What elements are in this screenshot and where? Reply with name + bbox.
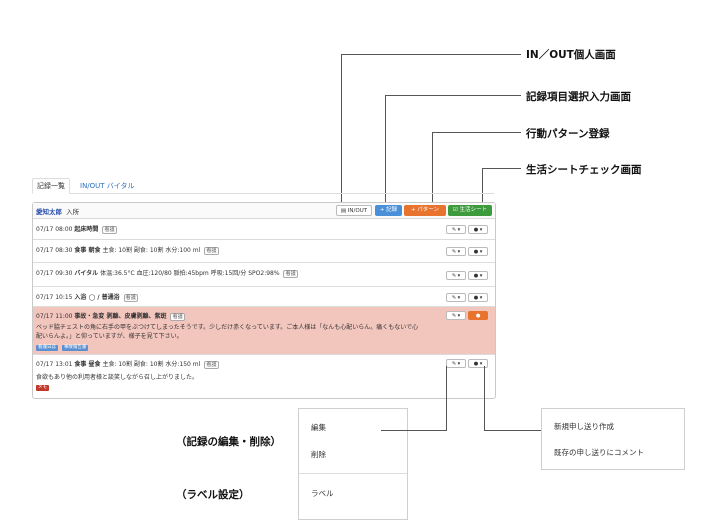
record-text: 07/17 08:30 食事 朝食 主食: 10割 副食: 10割 水分:100… [36, 245, 219, 255]
menu-item-new-handover[interactable]: 新規申し送り作成 [554, 422, 614, 431]
record-row: 07/17 10:15 入浴 ◯ / 普通浴 看護 ✎ ▾ ● ▾ [33, 287, 495, 307]
comment-dropdown-button[interactable]: ● ▾ [468, 359, 488, 368]
menu-item-delete[interactable]: 削除 [311, 450, 326, 459]
record-row: 07/17 08:30 食事 朝食 主食: 10割 副食: 10割 水分:100… [33, 240, 495, 263]
record-detail: 主食: 10割 副食: 10割 水分:100 ml [102, 247, 201, 254]
tab-record-list[interactable]: 記録一覧 [32, 178, 70, 194]
record-text: 07/17 11:00 事故・急変 剥離、皮膚剥離、紫斑 看護 [36, 311, 185, 321]
connector-inout-h [341, 54, 521, 55]
record-badges: メモ [36, 383, 51, 391]
comment-dropdown-button[interactable]: ● ▾ [468, 293, 488, 302]
callout-life-sheet: 生活シートチェック画面 [526, 164, 642, 176]
callout-record-select: 記録項目選択入力画面 [526, 91, 631, 103]
add-record-button-label: + 記録 [379, 207, 398, 213]
panel-header: 愛知太郎 入所 ▤ IN/OUT + 記録 + パターン ☑ 生活シート [33, 203, 495, 219]
record-title: 事故・急変 剥離、皮膚剥離、紫斑 [74, 313, 167, 320]
record-title: 起床時間 [74, 226, 99, 233]
add-record-button[interactable]: + 記録 [375, 205, 402, 216]
record-title: バイタル [74, 270, 99, 277]
inout-icon: ▤ [340, 208, 347, 214]
record-row: 07/17 09:30 バイタル 体温:36.5°C 血圧:120/80 脈拍:… [33, 263, 495, 287]
badge-accident-report[interactable]: 事故報告書 [61, 345, 89, 351]
record-text: 07/17 10:15 入浴 ◯ / 普通浴 看護 [36, 292, 138, 302]
comment-dropdown-menu: 新規申し送り作成 既存の申し送りにコメント [541, 408, 685, 470]
callout-inout: IN／OUT個人画面 [526, 49, 616, 61]
menu-item-label[interactable]: ラベル [311, 489, 334, 498]
resident-name[interactable]: 愛知太郎 [36, 208, 62, 216]
record-title: 食事 昼食 [74, 361, 101, 368]
label-edit-delete: （記録の編集・削除） [176, 436, 281, 448]
inout-button[interactable]: ▤ IN/OUT [336, 205, 372, 216]
record-text: 07/17 13:01 食事 昼食 主食: 10割 副食: 10割 水分:150… [36, 359, 219, 369]
life-sheet-button-label: 生活シート [459, 207, 488, 213]
tab-record-list-label: 記録一覧 [37, 182, 65, 190]
connector-comment-v [484, 366, 485, 430]
add-pattern-button-label: + パターン [410, 207, 440, 213]
tab-inout-vital-label: IN/OUT バイタル [80, 182, 135, 190]
connector-record-h [385, 95, 521, 96]
connector-comment-h [484, 430, 541, 431]
record-detail: 体温:36.5°C 血圧:120/80 脈拍:45bpm 呼吸:15回/分 SP… [100, 270, 280, 277]
comment-dropdown-button[interactable]: ● ▾ [468, 271, 488, 280]
connector-life-v [482, 168, 483, 206]
connector-life-h [482, 168, 521, 169]
connector-edit-h [381, 430, 447, 431]
tab-inout-vital[interactable]: IN/OUT バイタル [80, 181, 135, 191]
comment-dropdown-button[interactable]: ● [468, 311, 488, 320]
check-icon: ☑ [452, 207, 458, 213]
edit-dropdown-button[interactable]: ✎ ▾ [446, 293, 466, 302]
record-text: 07/17 08:00 起床時間 看護 [36, 224, 117, 234]
resident-info: 愛知太郎 入所 [36, 206, 79, 216]
record-time: 07/17 11:00 [36, 313, 73, 320]
record-tag[interactable]: 看護 [204, 246, 219, 255]
record-text: 07/17 09:30 バイタル 体温:36.5°C 血圧:120/80 脈拍:… [36, 268, 298, 278]
life-sheet-button[interactable]: ☑ 生活シート [448, 205, 492, 216]
edit-dropdown-button[interactable]: ✎ ▾ [446, 359, 466, 368]
record-time: 07/17 13:01 [36, 361, 73, 368]
connector-record-v [385, 95, 386, 206]
label-label-setting: （ラベル設定） [176, 489, 250, 501]
record-note-line: ベッド脇チェストの角に右手の甲をぶつけてしまったそうです。少しだけ赤くなっていま… [36, 324, 419, 331]
edit-dropdown-menu: 編集 削除 ラベル [298, 408, 408, 520]
menu-divider [299, 473, 407, 474]
record-tag[interactable]: 看護 [170, 312, 185, 321]
callout-behavior-pattern: 行動パターン登録 [526, 128, 610, 140]
resident-status: 入所 [66, 208, 80, 216]
record-tag[interactable]: 看護 [123, 293, 138, 302]
menu-item-edit[interactable]: 編集 [311, 423, 326, 432]
record-badges: 看護日誌 事故報告書 [36, 343, 90, 351]
record-time: 07/17 08:30 [36, 247, 73, 254]
comment-dropdown-button[interactable]: ● ▾ [468, 225, 488, 234]
edit-dropdown-button[interactable]: ✎ ▾ [446, 311, 466, 320]
record-row: 07/17 13:01 食事 昼食 主食: 10割 副食: 10割 水分:150… [33, 355, 495, 397]
record-row-accident: 07/17 11:00 事故・急変 剥離、皮膚剥離、紫斑 看護 ベッド脇チェスト… [33, 307, 495, 355]
badge-memo[interactable]: メモ [36, 385, 49, 391]
connector-inout-v [341, 54, 342, 206]
edit-dropdown-button[interactable]: ✎ ▾ [446, 225, 466, 234]
edit-dropdown-button[interactable]: ✎ ▾ [446, 271, 466, 280]
connector-edit-v [446, 366, 447, 430]
record-title: 入浴 ◯ / 普通浴 [74, 294, 120, 301]
record-time: 07/17 08:00 [36, 226, 73, 233]
record-time: 07/17 09:30 [36, 270, 73, 277]
connector-pattern-v [432, 132, 433, 206]
add-pattern-button[interactable]: + パターン [404, 205, 446, 216]
inout-button-label: IN/OUT [347, 208, 368, 214]
record-tag[interactable]: 看護 [204, 360, 219, 369]
record-note-line: 食欲もあり他の利用者様と談笑しながら召し上がりました。 [36, 374, 199, 381]
record-note-line: 配いらんよ。」と仰っていますが、様子を見て下さい。 [36, 333, 183, 340]
menu-item-comment-handover[interactable]: 既存の申し送りにコメント [554, 448, 644, 457]
tab-bar-underline [32, 193, 494, 194]
badge-nursing-diary[interactable]: 看護日誌 [36, 345, 58, 351]
record-tag[interactable]: 看護 [102, 225, 117, 234]
record-panel: 愛知太郎 入所 ▤ IN/OUT + 記録 + パターン ☑ 生活シート 07/… [32, 202, 496, 399]
record-row: 07/17 08:00 起床時間 看護 ✎ ▾ ● ▾ [33, 219, 495, 240]
record-time: 07/17 10:15 [36, 294, 73, 301]
edit-dropdown-button[interactable]: ✎ ▾ [446, 247, 466, 256]
record-title: 食事 朝食 [74, 247, 101, 254]
connector-pattern-h [432, 132, 521, 133]
record-detail: 主食: 10割 副食: 10割 水分:150 ml [102, 361, 201, 368]
record-tag[interactable]: 看護 [283, 269, 298, 278]
comment-dropdown-button[interactable]: ● ▾ [468, 247, 488, 256]
